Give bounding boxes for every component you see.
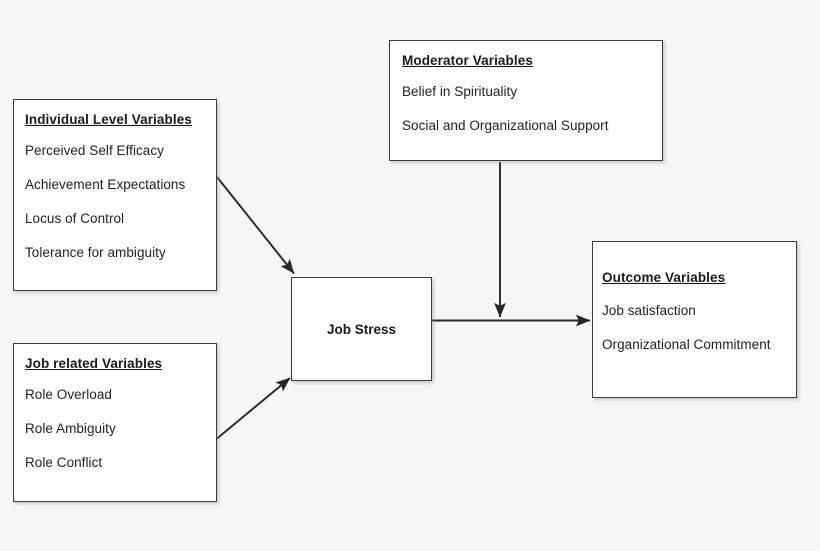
box-individual-item-1: Perceived Self Efficacy	[25, 143, 164, 158]
arrow-job-related-to-job-stress	[213, 377, 291, 442]
box-moderator-item-1: Belief in Spirituality	[402, 84, 518, 99]
box-individual-item-2: Achievement Expectations	[25, 177, 186, 192]
box-individual-content: Individual Level Variables Perceived Sel…	[14, 100, 216, 290]
arrow-individual-to-job-stress	[216, 176, 295, 275]
box-job-related-title: Job related Variables	[25, 356, 163, 371]
box-outcome-item-2: Organizational Commitment	[602, 337, 771, 352]
box-job-related-item-3: Role Conflict	[25, 455, 103, 470]
box-moderator-content: Moderator Variables Belief in Spirituali…	[390, 41, 662, 160]
box-individual-level-variables: Individual Level Variables Perceived Sel…	[13, 99, 217, 291]
box-job-related-item-2: Role Ambiguity	[25, 421, 116, 436]
box-individual-title: Individual Level Variables	[25, 112, 192, 127]
box-outcome-item-1: Job satisfaction	[602, 303, 696, 318]
box-job-stress-label: Job Stress	[326, 321, 397, 337]
box-outcome-content: Outcome Variables Job satisfaction Organ…	[593, 242, 796, 397]
box-individual-item-4: Tolerance for ambiguity	[25, 245, 166, 260]
box-individual-item-3: Locus of Control	[25, 211, 125, 226]
box-moderator-item-2: Social and Organizational Support	[402, 118, 609, 133]
box-outcome-variables: Outcome Variables Job satisfaction Organ…	[592, 241, 797, 398]
box-outcome-title: Outcome Variables	[602, 270, 726, 285]
box-moderator-title: Moderator Variables	[402, 53, 533, 68]
box-job-related-variables: Job related Variables Role Overload Role…	[13, 343, 217, 502]
box-job-stress: Job Stress	[291, 277, 432, 381]
box-job-related-content: Job related Variables Role Overload Role…	[14, 344, 216, 501]
box-job-related-item-1: Role Overload	[25, 387, 112, 402]
box-moderator-variables: Moderator Variables Belief in Spirituali…	[389, 40, 663, 161]
